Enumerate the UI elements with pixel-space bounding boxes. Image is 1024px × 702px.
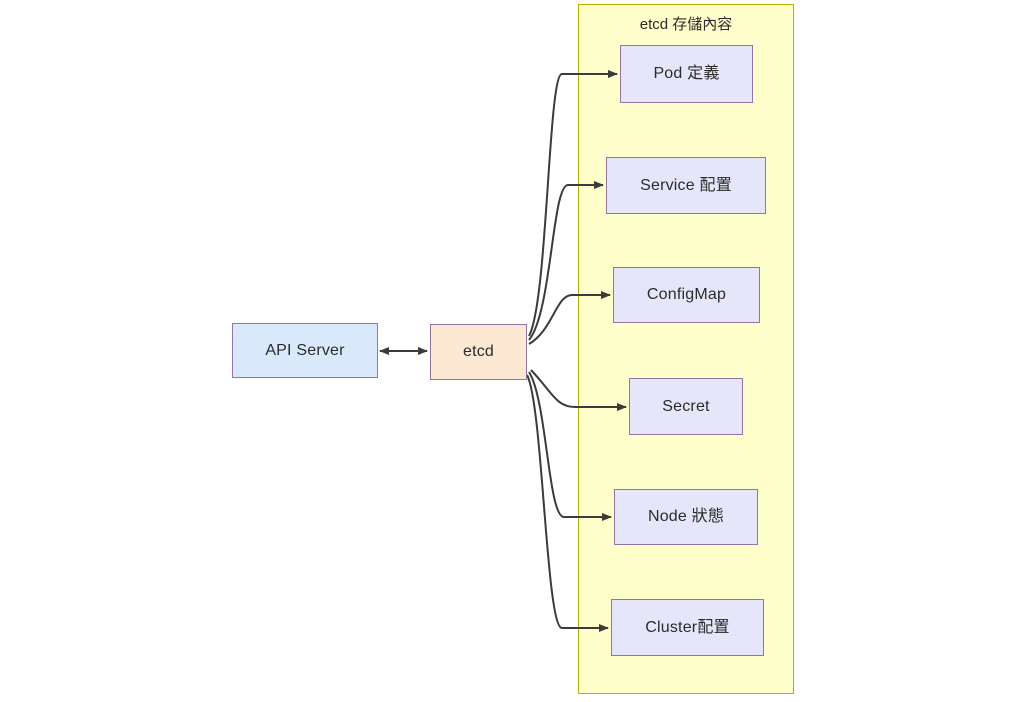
group-etcd-storage: etcd 存儲內容 (578, 4, 794, 694)
node-secret-label: Secret (662, 397, 710, 415)
node-cluster-config[interactable]: Cluster配置 (611, 599, 764, 656)
node-etcd-label: etcd (462, 343, 495, 361)
node-api-server-label: API Server (265, 341, 345, 359)
group-title: etcd 存儲內容 (639, 16, 733, 33)
node-configmap[interactable]: ConfigMap (613, 267, 760, 323)
node-node-status[interactable]: Node 狀態 (614, 489, 758, 545)
node-node-status-label: Node 狀態 (647, 508, 725, 526)
node-cluster-config-label: Cluster配置 (645, 618, 730, 636)
node-secret[interactable]: Secret (629, 378, 743, 435)
node-service-config-label: Service 配置 (640, 176, 732, 194)
node-etcd[interactable]: etcd (430, 324, 527, 380)
node-configmap-label: ConfigMap (646, 286, 727, 304)
node-pod-definition[interactable]: Pod 定義 (620, 45, 753, 103)
node-api-server[interactable]: API Server (232, 323, 378, 378)
node-service-config[interactable]: Service 配置 (606, 157, 766, 214)
node-pod-definition-label: Pod 定義 (653, 65, 720, 83)
